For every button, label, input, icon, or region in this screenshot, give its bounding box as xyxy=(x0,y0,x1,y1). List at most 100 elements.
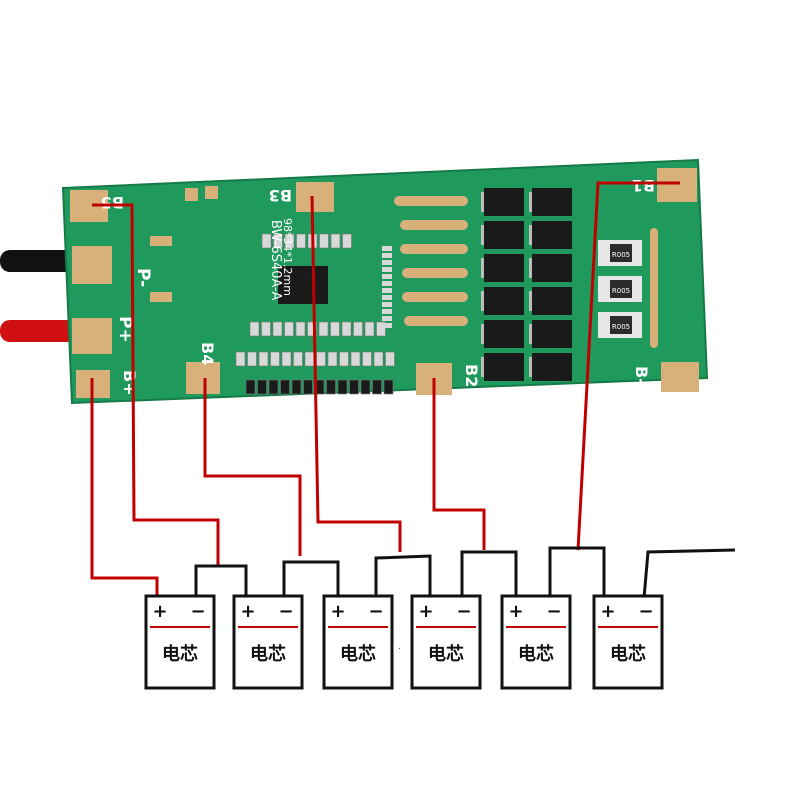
smd-component xyxy=(382,316,392,321)
copper-strip xyxy=(402,268,468,278)
battery-cell-body xyxy=(144,594,216,690)
smd-component xyxy=(318,321,329,337)
output-positive-wire xyxy=(0,320,90,342)
wire-b3 xyxy=(310,195,402,552)
shunt-resistors: R005 R005 R005 xyxy=(598,240,642,338)
smd-component xyxy=(330,233,341,249)
series-link-4-5 xyxy=(460,550,518,598)
shunt-resistor-code: R005 xyxy=(612,251,630,259)
battery-cell-minus: − xyxy=(546,601,561,622)
mosfet xyxy=(532,353,572,381)
smd-component xyxy=(270,351,280,367)
pad-p-minus xyxy=(72,246,112,284)
battery-cell-label: 电芯 xyxy=(610,643,646,665)
smd-component xyxy=(281,351,292,367)
copper-strip xyxy=(394,196,468,206)
mosfet xyxy=(532,287,572,315)
shunt-resistor-body xyxy=(610,280,632,298)
smd-component xyxy=(339,351,349,367)
battery-cell-plus: + xyxy=(330,601,345,622)
smd-component xyxy=(235,351,246,367)
smd-component xyxy=(382,302,392,307)
shunt-resistor-code: R005 xyxy=(612,287,630,295)
smd-component xyxy=(257,379,267,395)
smd-component xyxy=(291,379,302,395)
battery-cell-body xyxy=(410,594,482,690)
battery-cell-body xyxy=(232,594,304,690)
mosfet-lead xyxy=(529,225,532,245)
smd-component xyxy=(376,321,386,337)
copper-strip xyxy=(650,228,658,348)
board-size-label: 98*34*1.2mm xyxy=(281,218,294,296)
wire-b4 xyxy=(203,378,302,556)
smd-component xyxy=(341,321,352,337)
mosfet xyxy=(484,353,524,381)
battery-cell: +−电芯 xyxy=(232,594,304,690)
smd-component xyxy=(382,288,392,293)
silk-label-b5: B5 xyxy=(101,193,124,212)
mosfet xyxy=(484,254,524,282)
wire-b1 xyxy=(576,181,680,551)
battery-cell-minus: − xyxy=(456,601,471,622)
smd-component xyxy=(249,321,260,337)
stray-dot: · xyxy=(398,644,401,655)
shunt-resistor-body xyxy=(610,244,632,262)
smd-component xyxy=(382,260,392,265)
trace-pad xyxy=(150,292,172,302)
smd-component xyxy=(382,323,392,328)
smd-component xyxy=(247,351,257,367)
smd-component xyxy=(383,379,394,395)
mosfet xyxy=(484,320,524,348)
battery-cell-plus: + xyxy=(152,601,167,622)
smd-component xyxy=(303,379,313,395)
smd-component xyxy=(385,351,395,367)
shunt-resistor-code: R005 xyxy=(612,323,630,331)
battery-cell-minus: − xyxy=(638,601,653,622)
mosfet xyxy=(532,221,572,249)
resistor-array xyxy=(235,233,395,395)
smd-component xyxy=(327,351,338,367)
mosfet-lead xyxy=(481,192,484,212)
copper-strip xyxy=(402,292,468,302)
battery-cell-plus: + xyxy=(240,601,255,622)
smd-component xyxy=(372,379,382,395)
battery-cell-minus: − xyxy=(278,601,293,622)
mosfet xyxy=(484,287,524,315)
mosfet-lead xyxy=(529,324,532,344)
pad-b4 xyxy=(186,362,220,394)
smd-component xyxy=(382,253,392,258)
smd-component xyxy=(360,379,371,395)
test-pad xyxy=(205,186,218,199)
silk-label-b1: B1 xyxy=(632,176,655,195)
series-link-3-4 xyxy=(374,554,432,598)
silk-label-b-minus: B- xyxy=(632,366,651,385)
copper-strip xyxy=(404,316,468,326)
smd-component xyxy=(273,233,283,249)
silk-label-b-plus: B+ xyxy=(120,370,139,396)
smd-component xyxy=(261,233,272,249)
test-pad xyxy=(185,188,198,201)
mosfet xyxy=(484,188,524,216)
balance-wires xyxy=(90,181,680,596)
smd-component xyxy=(284,233,295,249)
battery-cell-body xyxy=(322,594,394,690)
mosfet xyxy=(532,188,572,216)
smd-component xyxy=(293,351,303,367)
mosfet-lead xyxy=(481,291,484,311)
mosfet-array xyxy=(481,188,572,381)
smd-component xyxy=(304,351,315,367)
mosfet-lead xyxy=(529,192,532,212)
smd-component xyxy=(337,379,348,395)
mosfet-lead xyxy=(481,357,484,377)
pad-b1 xyxy=(657,168,697,202)
trace-pad xyxy=(150,236,172,246)
mosfet xyxy=(532,320,572,348)
smd-component xyxy=(330,321,340,337)
smd-component xyxy=(382,246,392,251)
mosfet-lead xyxy=(481,324,484,344)
battery-cell-label: 电芯 xyxy=(518,643,554,665)
battery-cell: +−电芯 xyxy=(592,594,664,690)
pad-b-minus xyxy=(661,362,699,392)
smd-component xyxy=(382,281,392,286)
